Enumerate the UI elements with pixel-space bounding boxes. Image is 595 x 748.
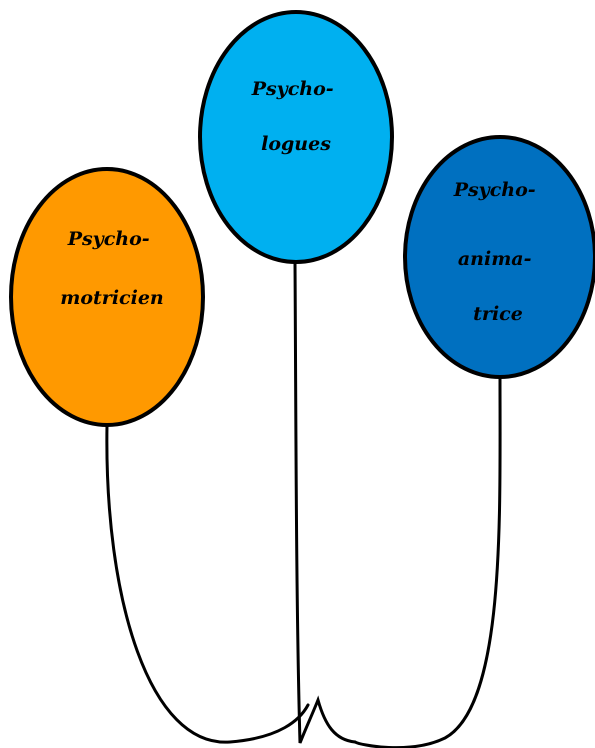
string-psychologues	[295, 262, 355, 743]
balloon-psychologues-line-1: Psycho-	[251, 78, 334, 100]
balloon-psychoanimatrice-line-2: anima-	[458, 248, 532, 270]
balloon-psychomotricien: Psycho- motricien	[11, 169, 203, 425]
balloon-psychologues-line-2: logues	[261, 133, 331, 155]
balloon-psychomotricien-line-1: Psycho-	[67, 228, 150, 250]
balloon-psychologues: Psycho- logues	[200, 12, 392, 262]
balloon-psychoanimatrice-line-1: Psycho-	[453, 179, 536, 201]
balloon-psychoanimatrice-line-3: trice	[473, 303, 523, 325]
balloon-psychomotricien-line-2: motricien	[60, 287, 163, 309]
string-psychoanimatrice	[355, 378, 500, 748]
string-psychomotricien	[107, 425, 308, 742]
balloon-psychoanimatrice: Psycho- anima- trice	[405, 137, 595, 377]
